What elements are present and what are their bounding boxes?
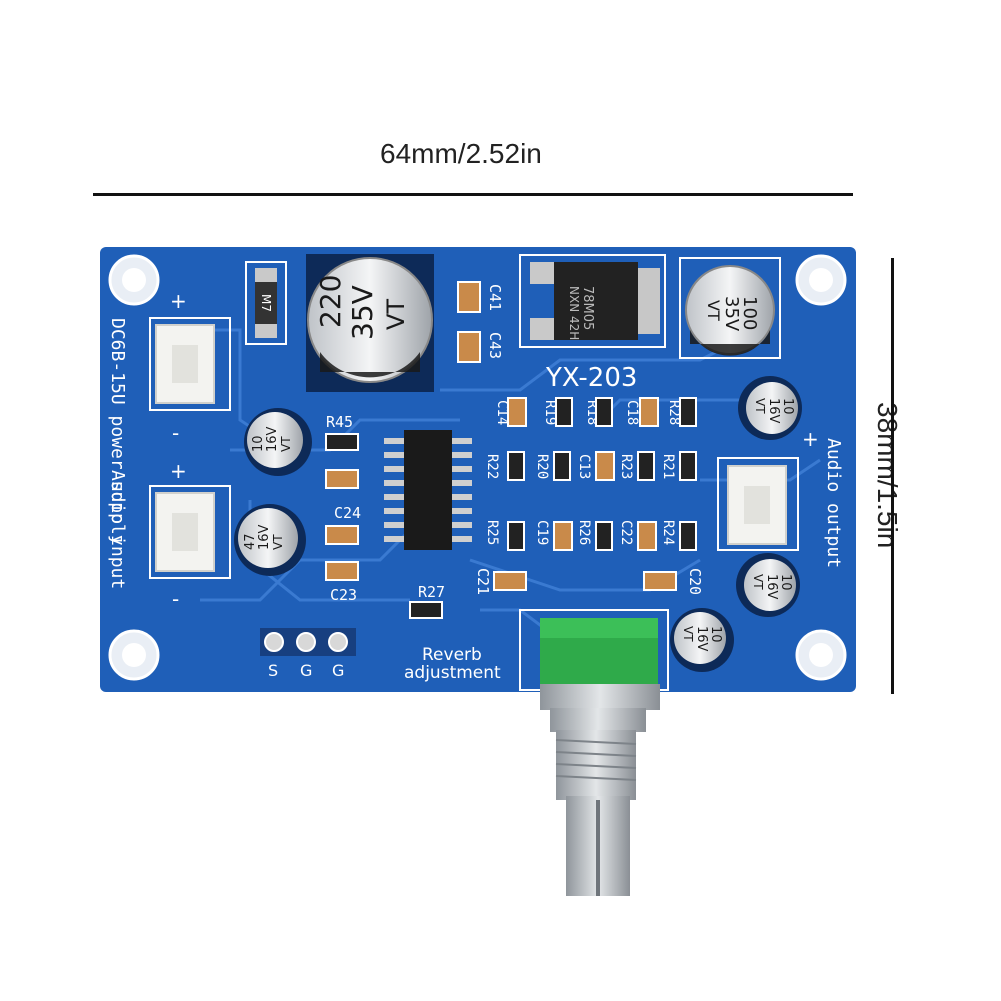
potentiometer [519, 609, 669, 896]
header-pins: S G G [260, 628, 356, 680]
cap-10c-value: 10 [778, 574, 793, 591]
row3-ref-2: C19 [534, 520, 550, 545]
regulator-label: 78M05 [580, 286, 595, 330]
cap-47-series: VT [271, 534, 285, 550]
row3-ref-3: R26 [576, 520, 592, 545]
pin-label-s: S [268, 661, 278, 680]
smd-c43: C43 [457, 331, 504, 363]
capacitor-47uf: 47 16V VT [234, 504, 306, 576]
cap-10b-series: VT [753, 398, 767, 414]
r27-label: R27 [418, 583, 445, 601]
cap-220-value: 220 [314, 275, 347, 328]
row1-ref-4: C18 [624, 400, 640, 425]
row2-ref-3: C13 [576, 454, 592, 479]
c41-label: C41 [486, 284, 504, 311]
cap-10d-value: 10 [708, 626, 723, 643]
width-dimension-line [93, 193, 853, 196]
row2-ref-2: R20 [534, 454, 550, 479]
r45-label: R45 [326, 413, 353, 431]
board-model-label: YX-203 [545, 363, 637, 393]
audio-output-connector [717, 457, 799, 551]
regulator-code: NXN 42H [567, 286, 581, 340]
plus-sign-output: + [802, 427, 819, 451]
cap-10d-series: VT [681, 626, 695, 642]
cap-100-voltage: 35V [721, 296, 742, 332]
cap-220-voltage: 35V [346, 285, 379, 340]
smd-row-1: C14 R19 R18 C18 R28 [494, 397, 697, 427]
capacitor-10uf-c: 10 16V VT [736, 553, 800, 617]
ic-chip [384, 430, 472, 550]
cap-10b-value: 10 [780, 398, 795, 415]
capacitor-220uf: 220 35V VT [306, 254, 434, 392]
capacitor-10uf-d: 10 16V VT [670, 608, 734, 672]
smd-row-3: R25 C19 R26 C22 R24 [484, 520, 697, 551]
cap-10c-series: VT [751, 574, 765, 590]
row2-ref-4: R23 [618, 454, 634, 479]
c23-label: C23 [330, 586, 357, 604]
cap-100-series: VT [704, 300, 723, 321]
diode-m7: M7 [245, 261, 287, 345]
power-supply-label: DC6B-15U power supply [107, 318, 128, 546]
audio-input-connector [149, 485, 231, 579]
cap-10a-value: 10 [251, 435, 266, 452]
row2-ref-5: R21 [660, 454, 676, 479]
cap-10c-voltage: 16V [764, 574, 779, 600]
capacitor-10uf-a: 10 16V VT [244, 408, 312, 476]
mounting-holes [108, 254, 847, 681]
c20-label: C20 [686, 568, 704, 595]
audio-output-label: Audio output [823, 438, 844, 568]
reverb-label-line2: adjustment [404, 663, 501, 683]
cap-100-value: 100 [739, 296, 760, 330]
cap-220-series: VT [382, 299, 410, 330]
width-dimension-label: 64mm/2.52in [380, 138, 542, 169]
cap-47-voltage: 16V [257, 524, 272, 550]
row3-ref-5: R24 [660, 520, 676, 545]
row1-ref-1: C14 [494, 400, 510, 425]
cap-10b-voltage: 16V [766, 398, 781, 424]
height-dimension-line [891, 258, 894, 694]
capacitor-10uf-b: 10 16V VT [738, 376, 802, 440]
capacitor-100uf: 100 35V VT [679, 257, 781, 359]
smd-row-2: R22 R20 C13 R23 R21 [484, 451, 697, 481]
power-connector [149, 317, 231, 411]
smd-c41: C41 [457, 281, 504, 313]
cap-10a-series: VT [279, 436, 293, 452]
minus-sign-power: - [172, 421, 179, 445]
pin-label-g2: G [332, 661, 344, 680]
diode-label: M7 [259, 294, 273, 312]
row3-ref-4: C22 [618, 520, 634, 545]
voltage-regulator: 78M05 NXN 42H [519, 254, 666, 348]
reverb-label-line1: Reverb [422, 645, 482, 665]
c21-label: C21 [474, 568, 492, 595]
row1-ref-2: R19 [542, 400, 558, 425]
plus-sign-power: + [170, 289, 187, 313]
row1-ref-5: R28 [666, 400, 682, 425]
c43-label: C43 [486, 332, 504, 359]
row3-ref-1: R25 [484, 520, 500, 545]
minus-sign-input: - [172, 587, 179, 611]
row2-ref-1: R22 [484, 454, 500, 479]
cap-10d-voltage: 16V [694, 626, 709, 652]
plus-sign-input: + [170, 459, 187, 483]
cap-10a-voltage: 16V [265, 426, 280, 452]
c24-label: C24 [334, 504, 361, 522]
pin-label-g1: G [300, 661, 312, 680]
audio-input-label: Audio input [107, 470, 128, 589]
cap-47-value: 47 [243, 533, 258, 550]
